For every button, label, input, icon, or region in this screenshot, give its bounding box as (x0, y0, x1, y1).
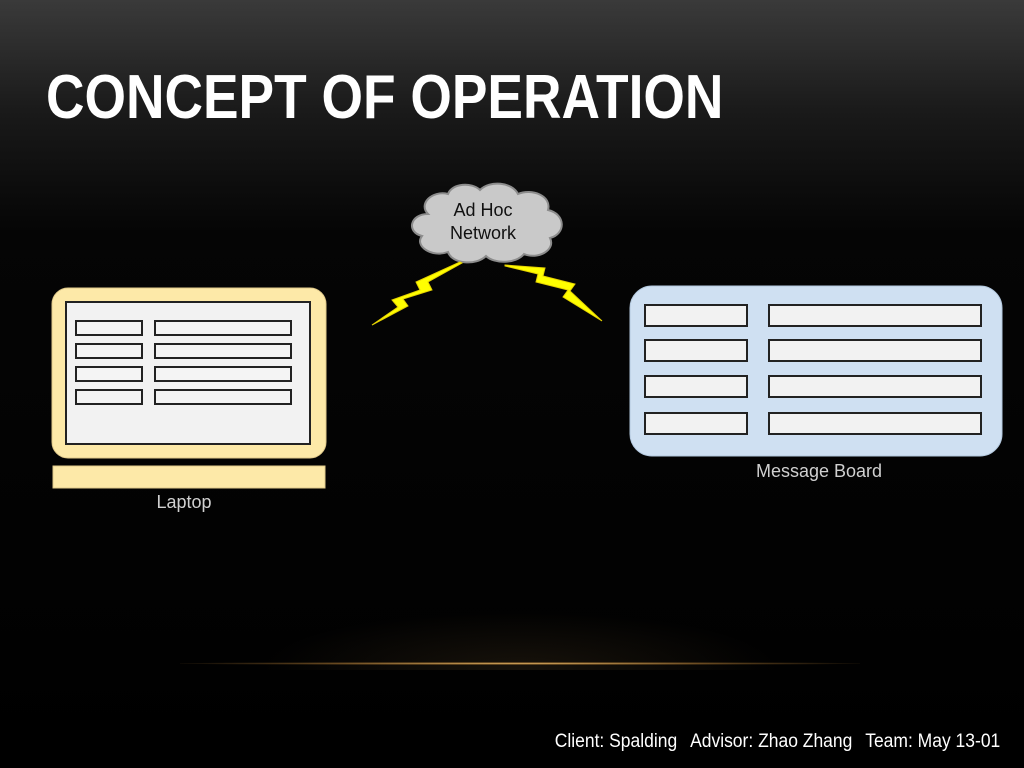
laptop-field-label (75, 343, 143, 359)
lightning-right-icon (504, 264, 603, 322)
laptop-label: Laptop (156, 492, 211, 512)
board-field-label (644, 412, 748, 435)
board-field-label (644, 304, 748, 327)
footer-client: Client: Spalding (554, 731, 677, 752)
decorative-divider (180, 662, 860, 665)
message-board-label: Message Board (756, 461, 882, 481)
board-field-label (644, 375, 748, 398)
laptop-field-label (75, 366, 143, 382)
laptop-field-value (154, 343, 292, 359)
board-field-value (768, 339, 982, 362)
footer: Client: Spalding Advisor: Zhao Zhang Team:… (542, 731, 1000, 753)
board-field-value (768, 412, 982, 435)
board-field-value (768, 375, 982, 398)
ad-hoc-network-cloud: Ad Hoc Network (411, 182, 563, 264)
cloud-label-line2: Network (450, 223, 517, 243)
board-field-value (768, 304, 982, 327)
board-field-label (644, 339, 748, 362)
footer-advisor: Advisor: Zhao Zhang (689, 731, 853, 752)
cloud-label-line1: Ad Hoc (453, 200, 512, 220)
message-board-device: Message Board (629, 285, 1003, 481)
laptop-base (52, 465, 326, 489)
slide-title: CONCEPT OF OPERATION (46, 63, 724, 132)
laptop-field-value (154, 320, 292, 336)
laptop-device: Laptop (51, 287, 327, 512)
laptop-field-label (75, 389, 143, 405)
decorative-glow (260, 610, 780, 670)
lightning-left-icon (371, 261, 464, 326)
laptop-field-label (75, 320, 143, 336)
laptop-field-value (154, 389, 292, 405)
laptop-field-value (154, 366, 292, 382)
cloud-shape (411, 182, 563, 264)
footer-team: Team: May 13-01 (864, 731, 1000, 752)
